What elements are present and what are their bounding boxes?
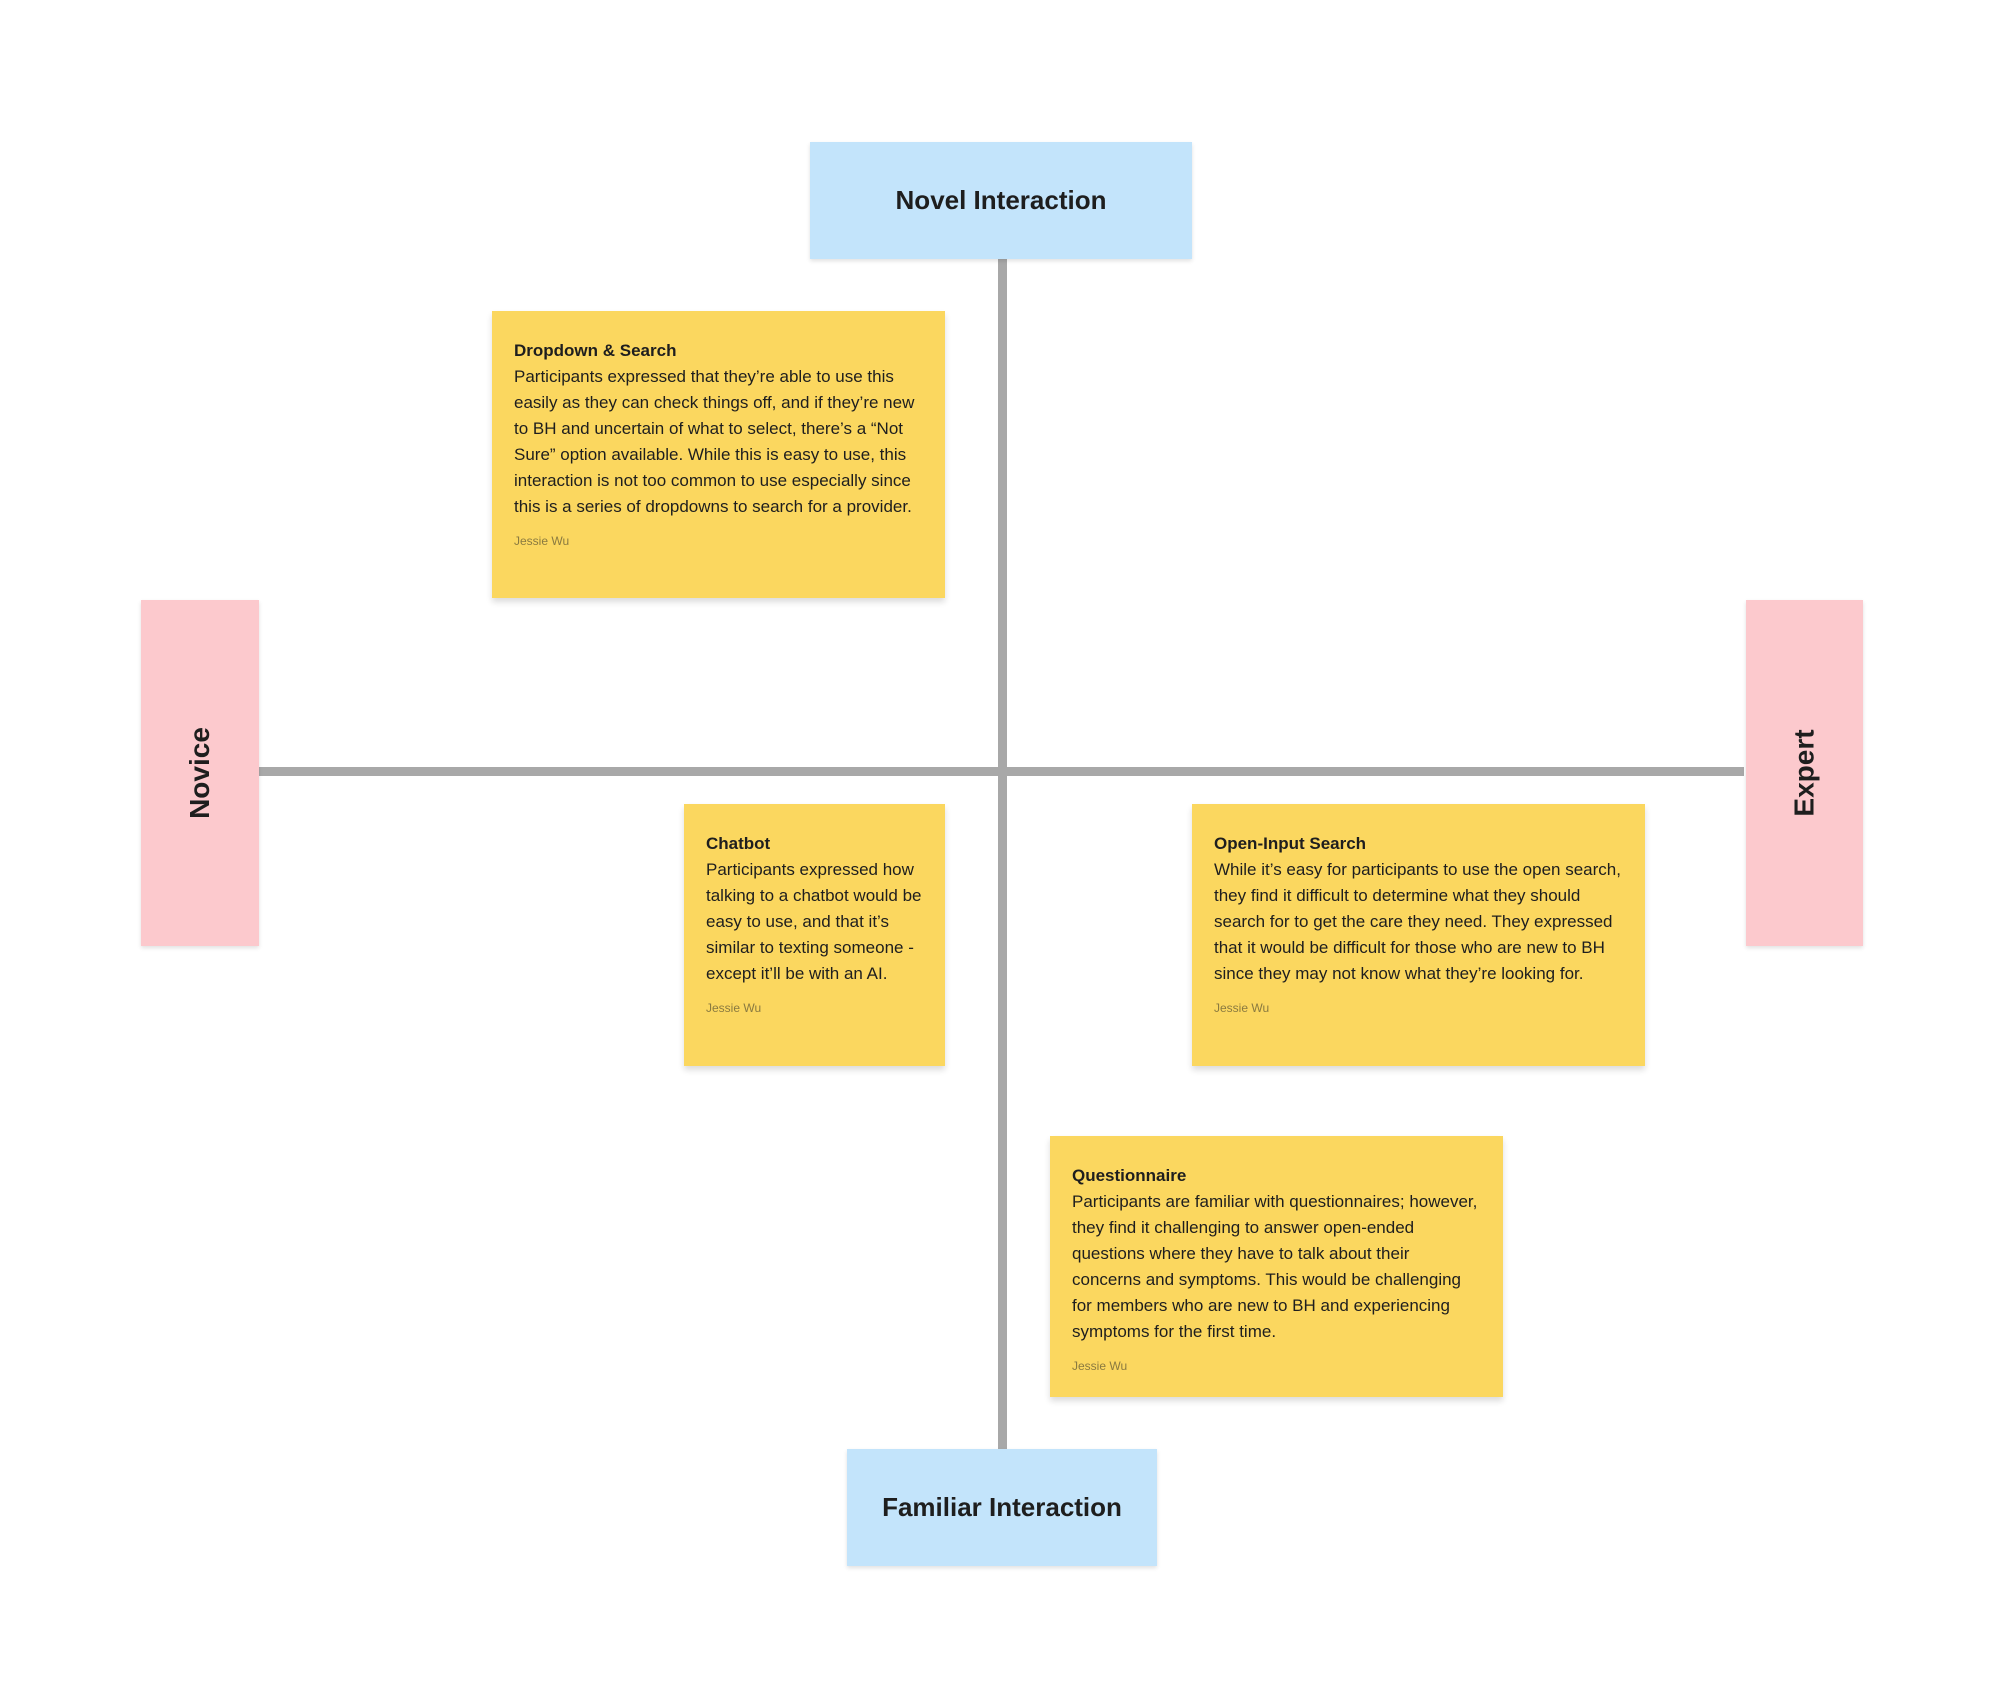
sticky-note-title: Open-Input Search: [1214, 834, 1367, 853]
axis-label-expert[interactable]: Expert: [1746, 600, 1863, 946]
sticky-note-body: While it’s easy for participants to use …: [1214, 860, 1621, 983]
sticky-note-title: Questionnaire: [1072, 1166, 1187, 1185]
sticky-note-chatbot[interactable]: Chatbot Participants expressed how talki…: [684, 804, 945, 1066]
sticky-note-title: Chatbot: [706, 834, 771, 853]
sticky-note-author: Jessie Wu: [1072, 1359, 1128, 1373]
sticky-note-body: Participants are familiar with questionn…: [1072, 1192, 1478, 1341]
axis-label-text: Familiar Interaction: [882, 1492, 1122, 1522]
sticky-note-author: Jessie Wu: [514, 534, 570, 548]
sticky-note-author: Jessie Wu: [1214, 1001, 1270, 1015]
sticky-note-body: Participants expressed how talking to a …: [706, 860, 922, 983]
sticky-note-open-input-search[interactable]: Open-Input Search While it’s easy for pa…: [1192, 804, 1645, 1066]
axis-label-novel-interaction[interactable]: Novel Interaction: [810, 142, 1192, 259]
vertical-axis-line: [998, 259, 1007, 1449]
axis-label-familiar-interaction[interactable]: Familiar Interaction: [847, 1449, 1157, 1566]
axis-label-text: Novice: [183, 727, 215, 819]
horizontal-axis-line: [259, 767, 1744, 776]
sticky-note-author: Jessie Wu: [706, 1001, 762, 1015]
axis-label-text: Novel Interaction: [895, 185, 1107, 215]
axis-label-text: Expert: [1788, 729, 1820, 817]
sticky-note-dropdown-search[interactable]: Dropdown & Search Participants expressed…: [492, 311, 945, 598]
sticky-note-questionnaire[interactable]: Questionnaire Participants are familiar …: [1050, 1136, 1503, 1397]
axis-label-novice[interactable]: Novice: [141, 600, 259, 946]
sticky-note-title: Dropdown & Search: [514, 341, 677, 360]
sticky-note-body: Participants expressed that they’re able…: [514, 367, 915, 516]
